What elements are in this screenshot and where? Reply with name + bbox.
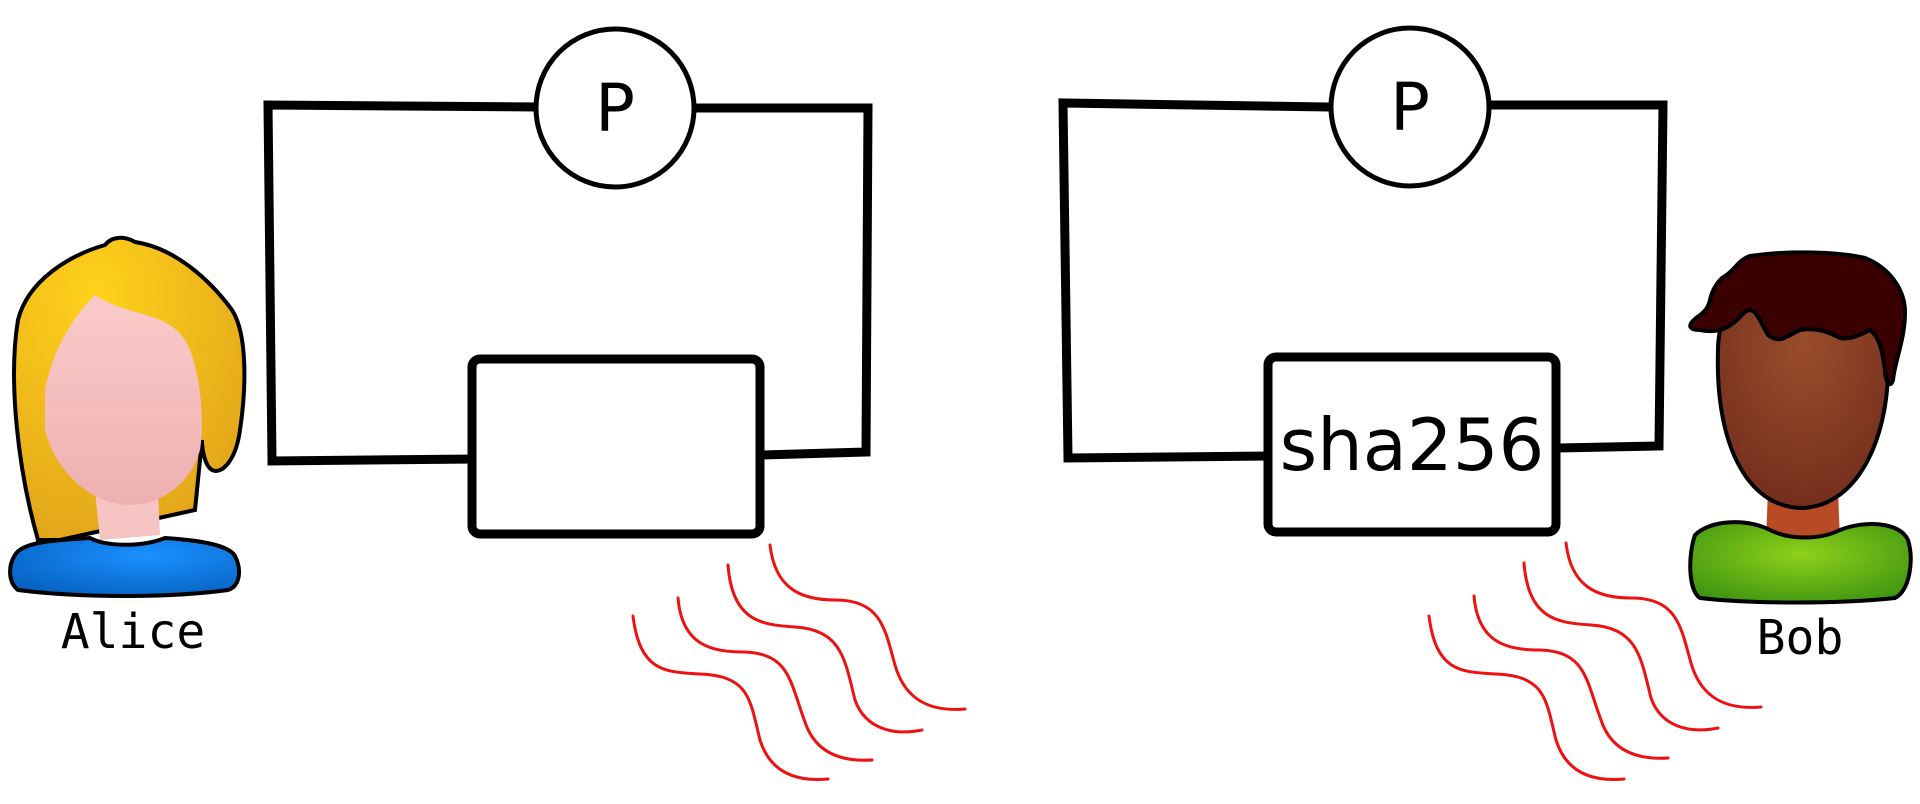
woman-avatar-icon xyxy=(8,235,247,598)
heat-waves-icon xyxy=(631,543,967,782)
left-power-meter: P xyxy=(533,26,697,190)
alice-name-label: Alice xyxy=(61,604,206,660)
right-device-box: sha256 xyxy=(1263,352,1561,537)
heat-waves-icon xyxy=(1427,541,1763,782)
alice-avatar: Alice xyxy=(8,235,247,660)
right-circuit-wire-right xyxy=(1485,100,1668,453)
right-power-meter-label: P xyxy=(1390,69,1430,146)
right-power-meter: P xyxy=(1328,25,1492,189)
right-device-label: sha256 xyxy=(1280,403,1545,487)
left-circuit-wire-right xyxy=(692,103,873,460)
man-avatar-icon xyxy=(1688,250,1913,605)
left-device-box xyxy=(467,354,765,539)
left-circuit: P xyxy=(263,26,873,539)
right-circuit: P sha256 xyxy=(1058,25,1668,537)
left-power-meter-label: P xyxy=(595,70,635,147)
bob-name-label: Bob xyxy=(1757,610,1844,666)
bob-avatar: Bob xyxy=(1688,250,1913,666)
right-circuit-wire-left xyxy=(1058,98,1335,463)
left-circuit-wire-left xyxy=(263,100,541,466)
